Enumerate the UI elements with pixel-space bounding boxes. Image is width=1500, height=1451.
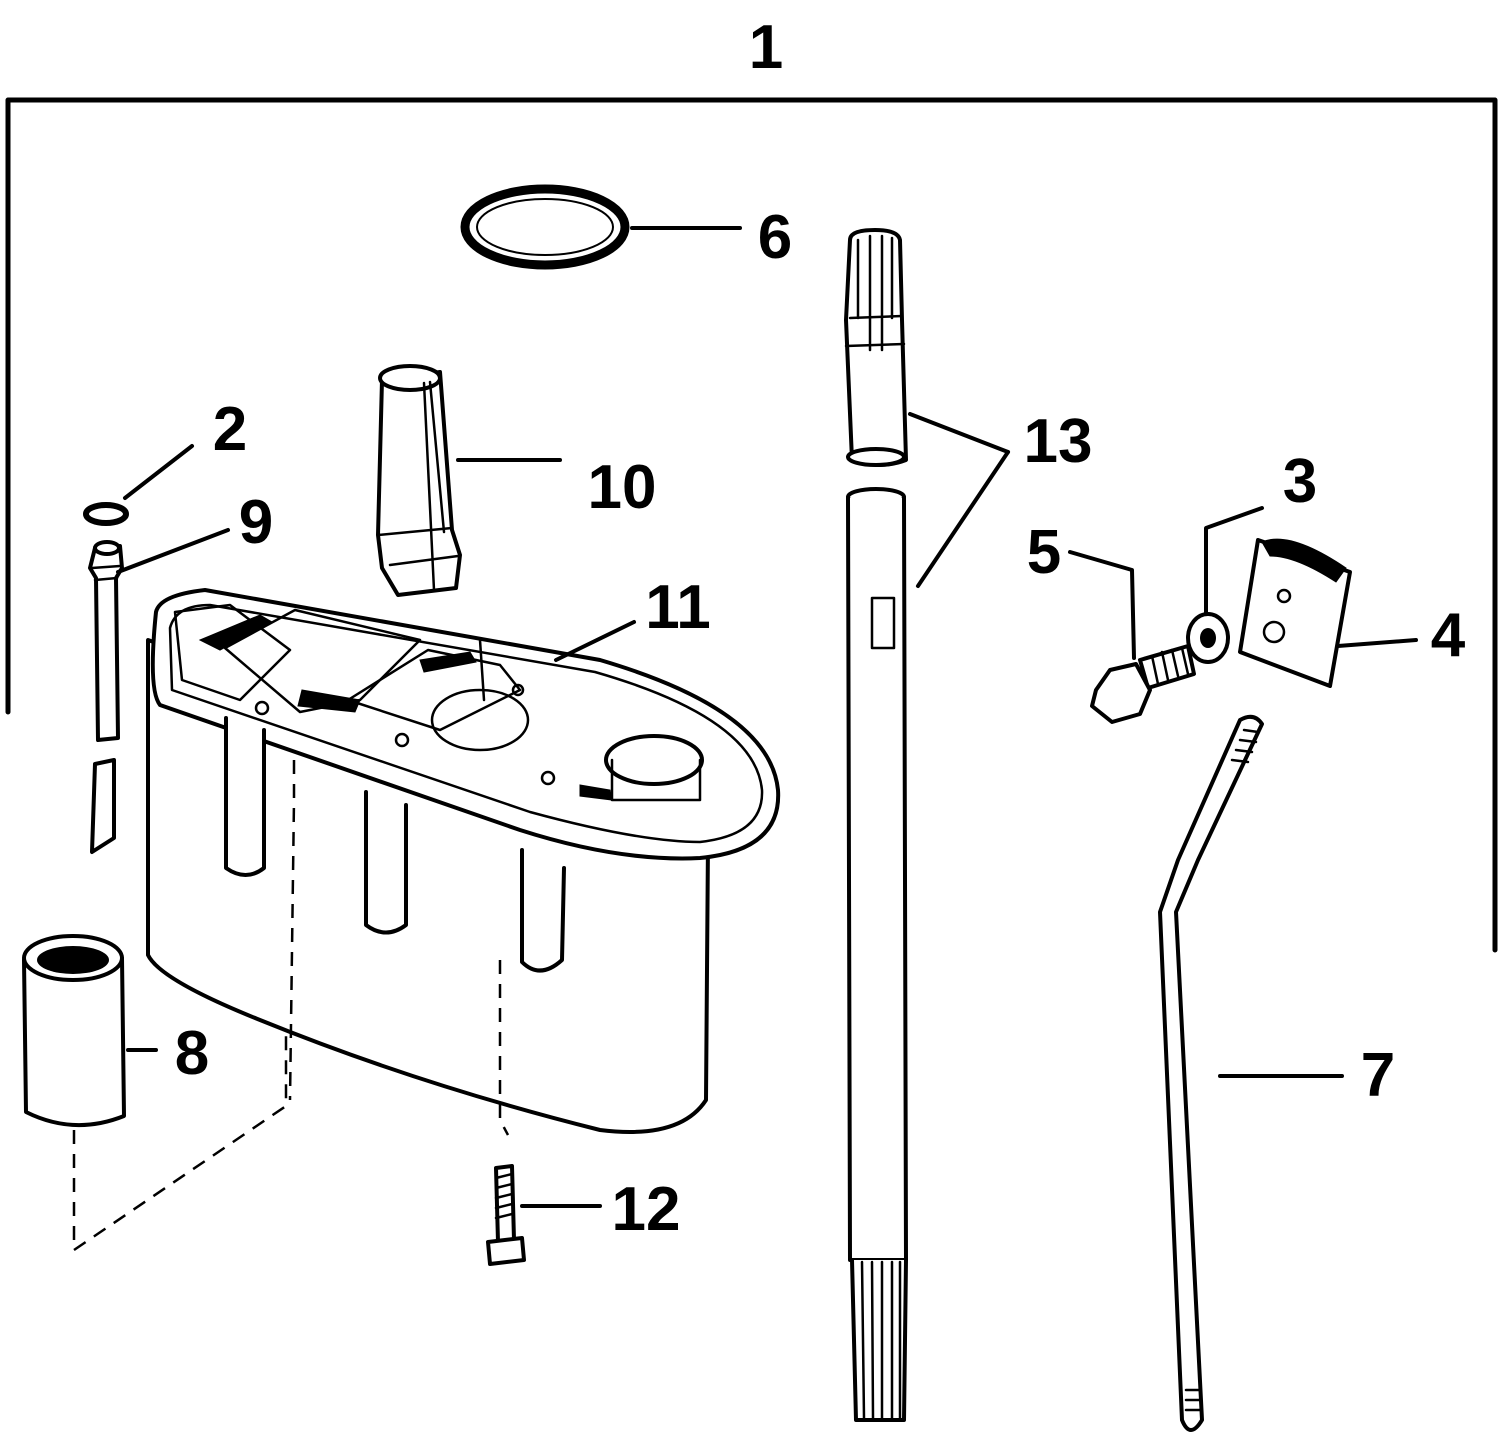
part-10-sleeve bbox=[376, 364, 462, 597]
part-9-pin bbox=[88, 540, 124, 854]
part-2-small-o-ring bbox=[83, 502, 129, 526]
callout-3: 3 bbox=[1283, 447, 1317, 516]
callout-2: 2 bbox=[213, 395, 247, 464]
leader-13b bbox=[916, 450, 1010, 588]
leader-9 bbox=[116, 528, 230, 574]
callout-10: 10 bbox=[588, 453, 657, 522]
part-7-rod bbox=[1158, 714, 1264, 1432]
part-6-o-ring bbox=[460, 184, 630, 270]
callout-5: 5 bbox=[1027, 518, 1061, 587]
leader-11 bbox=[554, 620, 636, 662]
part-5-screw bbox=[1090, 644, 1196, 724]
leader-4 bbox=[1336, 638, 1418, 648]
leader-13a bbox=[908, 412, 1010, 454]
part-11-adapter-housing bbox=[146, 588, 781, 1134]
part-8-bushing bbox=[22, 934, 126, 1128]
part-3-washer bbox=[1186, 612, 1230, 664]
callout-6: 6 bbox=[758, 203, 792, 272]
leader-5 bbox=[1068, 550, 1136, 660]
callout-1: 1 bbox=[749, 13, 783, 82]
assembly-bracket bbox=[5, 97, 1498, 953]
callout-7: 7 bbox=[1361, 1041, 1395, 1110]
callout-11: 11 bbox=[645, 573, 711, 642]
leader-3 bbox=[1204, 506, 1264, 616]
callout-13: 13 bbox=[1024, 407, 1093, 476]
callout-4: 4 bbox=[1431, 601, 1466, 670]
part-4-clamp bbox=[1238, 538, 1352, 688]
callout-9: 9 bbox=[239, 488, 273, 557]
leader-lines bbox=[116, 226, 1418, 1208]
leader-2 bbox=[123, 444, 194, 500]
callout-12: 12 bbox=[612, 1175, 681, 1244]
part-12-bolt bbox=[486, 1164, 526, 1266]
callout-labels: 1 6 2 9 10 11 13 3 5 4 8 7 12 bbox=[175, 13, 1466, 1244]
callout-8: 8 bbox=[175, 1019, 209, 1088]
part-13-drive-shaft bbox=[844, 228, 908, 1422]
